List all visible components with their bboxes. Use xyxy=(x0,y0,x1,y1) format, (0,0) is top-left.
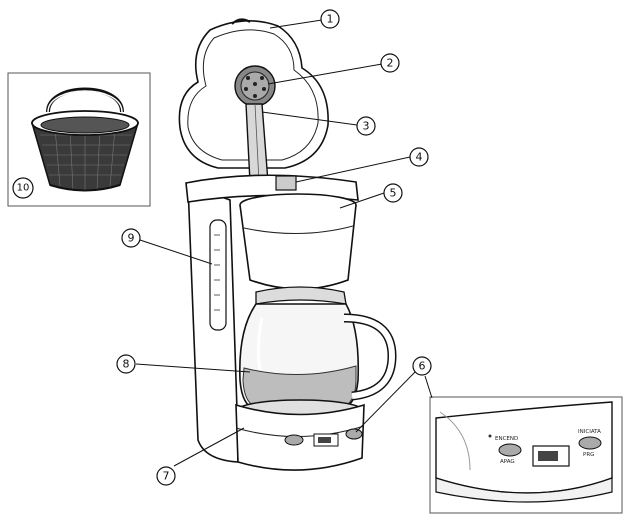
svg-text:5: 5 xyxy=(390,187,397,200)
power-button-sublabel: APAG xyxy=(500,459,515,465)
svg-text:8: 8 xyxy=(123,358,130,371)
callout-4: 4 xyxy=(410,148,428,166)
callout-3: 3 xyxy=(357,117,375,135)
svg-text:4: 4 xyxy=(416,151,423,164)
callout-7: 7 xyxy=(157,467,175,485)
svg-text:7: 7 xyxy=(163,470,170,483)
callout-9: 9 xyxy=(122,229,140,247)
svg-text:1: 1 xyxy=(327,13,334,26)
svg-text:6: 6 xyxy=(419,360,426,373)
power-button[interactable] xyxy=(499,444,521,456)
program-button-label: INICIATA xyxy=(578,429,601,435)
svg-text:3: 3 xyxy=(363,120,370,133)
svg-text:2: 2 xyxy=(387,57,394,70)
callout-2: 2 xyxy=(381,54,399,72)
filter-holder xyxy=(240,205,356,289)
svg-text:9: 9 xyxy=(128,232,135,245)
callout-5: 5 xyxy=(384,184,402,202)
callout-10: 10 xyxy=(13,178,33,198)
water-level-window xyxy=(210,220,226,330)
callout-8: 8 xyxy=(117,355,135,373)
coffee-maker xyxy=(179,19,392,470)
base-power-button[interactable] xyxy=(285,435,303,445)
program-button[interactable] xyxy=(579,437,601,449)
svg-text:10: 10 xyxy=(17,183,30,194)
base-program-button[interactable] xyxy=(346,429,362,439)
shower-head xyxy=(235,66,275,106)
power-button-label: ENCEND xyxy=(495,436,518,442)
program-button-sublabel: PRG xyxy=(583,452,594,458)
display-digits xyxy=(538,451,558,461)
carafe-lid xyxy=(256,287,346,304)
control-panel-inset: ENCEND APAG INICIATA PRG xyxy=(430,397,622,513)
callout-6: 6 xyxy=(413,357,431,375)
callout-1: 1 xyxy=(321,10,339,28)
tube-connector xyxy=(276,176,296,190)
